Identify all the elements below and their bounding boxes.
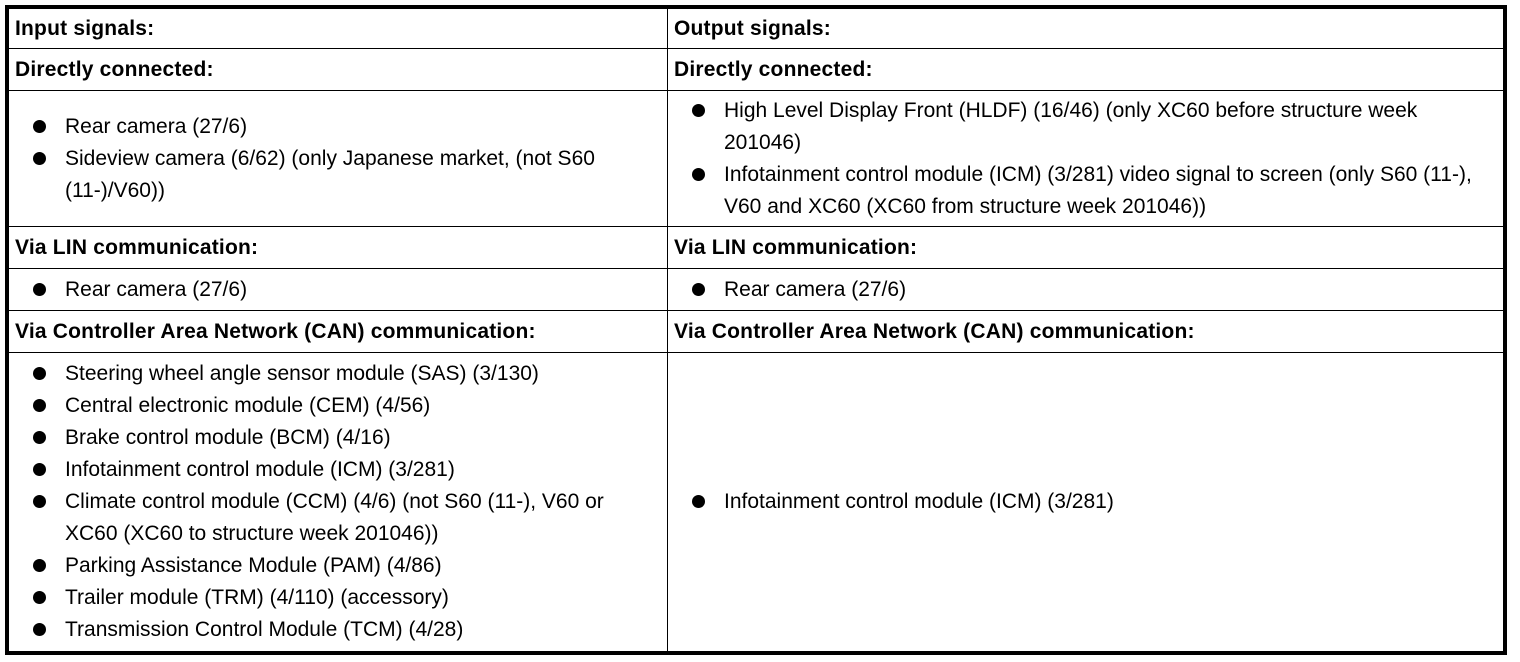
input-signals-heading: Input signals: bbox=[8, 8, 668, 49]
list-item-text: Infotainment control module (ICM) (3/281… bbox=[65, 458, 455, 481]
input-lin-cell: Rear camera (27/6) bbox=[8, 268, 668, 311]
list-item-text: Climate control module (CCM) (4/6) (not … bbox=[65, 490, 604, 545]
output-lin-list: Rear camera (27/6) bbox=[674, 274, 1497, 306]
output-direct-heading: Directly connected: bbox=[667, 48, 1504, 91]
output-can-cell: Infotainment control module (ICM) (3/281… bbox=[667, 352, 1504, 652]
list-item: Steering wheel angle sensor module (SAS)… bbox=[31, 358, 661, 390]
list-item-text: Rear camera (27/6) bbox=[65, 114, 248, 138]
list-item: Rear camera (27/6) bbox=[31, 111, 661, 143]
list-item: Transmission Control Module (TCM) (4/28) bbox=[31, 614, 661, 646]
input-can-heading: Via Controller Area Network (CAN) commun… bbox=[8, 310, 668, 353]
list-item: Climate control module (CCM) (4/6) (not … bbox=[31, 486, 661, 550]
bullet-icon bbox=[33, 559, 46, 572]
output-can-list: Infotainment control module (ICM) (3/281… bbox=[674, 486, 1497, 518]
list-item: Trailer module (TRM) (4/110) (accessory) bbox=[31, 582, 661, 614]
bullet-icon bbox=[692, 103, 705, 117]
list-item: Brake control module (BCM) (4/16) bbox=[31, 422, 661, 454]
bullet-icon bbox=[33, 151, 46, 165]
list-item-text: Sideview camera (6/62) (only Japanese ma… bbox=[65, 146, 595, 202]
input-can-cell: Steering wheel angle sensor module (SAS)… bbox=[8, 352, 668, 652]
bullet-icon bbox=[33, 431, 46, 444]
list-item: Sideview camera (6/62) (only Japanese ma… bbox=[31, 143, 661, 207]
bullet-icon bbox=[692, 495, 705, 508]
output-direct-cell: High Level Display Front (HLDF) (16/46) … bbox=[667, 90, 1504, 227]
list-item: Rear camera (27/6) bbox=[31, 274, 661, 306]
bullet-icon bbox=[33, 463, 46, 476]
list-item-text: Rear camera (27/6) bbox=[65, 277, 248, 301]
input-can-list: Steering wheel angle sensor module (SAS)… bbox=[15, 358, 661, 646]
lin-items-row: Rear camera (27/6) Rear camera (27/6) bbox=[8, 268, 1504, 311]
output-lin-cell: Rear camera (27/6) bbox=[667, 268, 1504, 311]
list-item: Rear camera (27/6) bbox=[690, 274, 1497, 306]
output-lin-heading: Via LIN communication: bbox=[667, 226, 1504, 269]
list-item: Parking Assistance Module (PAM) (4/86) bbox=[31, 550, 661, 582]
list-item: Infotainment control module (ICM) (3/281… bbox=[690, 159, 1497, 223]
bullet-icon bbox=[33, 591, 46, 604]
output-direct-list: High Level Display Front (HLDF) (16/46) … bbox=[674, 95, 1497, 223]
output-can-heading: Via Controller Area Network (CAN) commun… bbox=[667, 310, 1504, 353]
list-item-text: Infotainment control module (ICM) (3/281… bbox=[724, 162, 1472, 218]
list-item-text: Transmission Control Module (TCM) (4/28) bbox=[65, 618, 464, 641]
list-item-text: Steering wheel angle sensor module (SAS)… bbox=[65, 362, 539, 385]
input-lin-list: Rear camera (27/6) bbox=[15, 274, 661, 306]
list-item-text: Trailer module (TRM) (4/110) (accessory) bbox=[65, 586, 449, 609]
list-item-text: Brake control module (BCM) (4/16) bbox=[65, 426, 391, 449]
list-item-text: Infotainment control module (ICM) (3/281… bbox=[724, 490, 1114, 513]
lin-heading-row: Via LIN communication: Via LIN communica… bbox=[8, 226, 1504, 269]
direct-heading-row: Directly connected: Directly connected: bbox=[8, 48, 1504, 91]
bullet-icon bbox=[33, 119, 46, 133]
list-item: High Level Display Front (HLDF) (16/46) … bbox=[690, 95, 1497, 159]
input-direct-list: Rear camera (27/6) Sideview camera (6/62… bbox=[15, 111, 661, 207]
list-item: Infotainment control module (ICM) (3/281… bbox=[31, 454, 661, 486]
bullet-icon bbox=[33, 495, 46, 508]
header-row: Input signals: Output signals: bbox=[8, 8, 1504, 49]
direct-items-row: Rear camera (27/6) Sideview camera (6/62… bbox=[8, 90, 1504, 227]
list-item: Infotainment control module (ICM) (3/281… bbox=[690, 486, 1497, 518]
bullet-icon bbox=[33, 367, 46, 380]
signals-table-frame: Input signals: Output signals: Directly … bbox=[5, 5, 1507, 655]
list-item-text: Rear camera (27/6) bbox=[724, 277, 907, 301]
list-item-text: Parking Assistance Module (PAM) (4/86) bbox=[65, 554, 442, 577]
bullet-icon bbox=[33, 399, 46, 412]
signals-table: Input signals: Output signals: Directly … bbox=[8, 8, 1504, 652]
bullet-icon bbox=[692, 282, 705, 296]
input-lin-heading: Via LIN communication: bbox=[8, 226, 668, 269]
output-signals-heading: Output signals: bbox=[667, 8, 1504, 49]
list-item-text: High Level Display Front (HLDF) (16/46) … bbox=[724, 98, 1418, 154]
bullet-icon bbox=[33, 282, 46, 296]
can-heading-row: Via Controller Area Network (CAN) commun… bbox=[8, 310, 1504, 353]
can-items-row: Steering wheel angle sensor module (SAS)… bbox=[8, 352, 1504, 652]
input-direct-cell: Rear camera (27/6) Sideview camera (6/62… bbox=[8, 90, 668, 227]
bullet-icon bbox=[692, 167, 705, 181]
input-direct-heading: Directly connected: bbox=[8, 48, 668, 91]
bullet-icon bbox=[33, 623, 46, 636]
list-item-text: Central electronic module (CEM) (4/56) bbox=[65, 394, 431, 417]
list-item: Central electronic module (CEM) (4/56) bbox=[31, 390, 661, 422]
